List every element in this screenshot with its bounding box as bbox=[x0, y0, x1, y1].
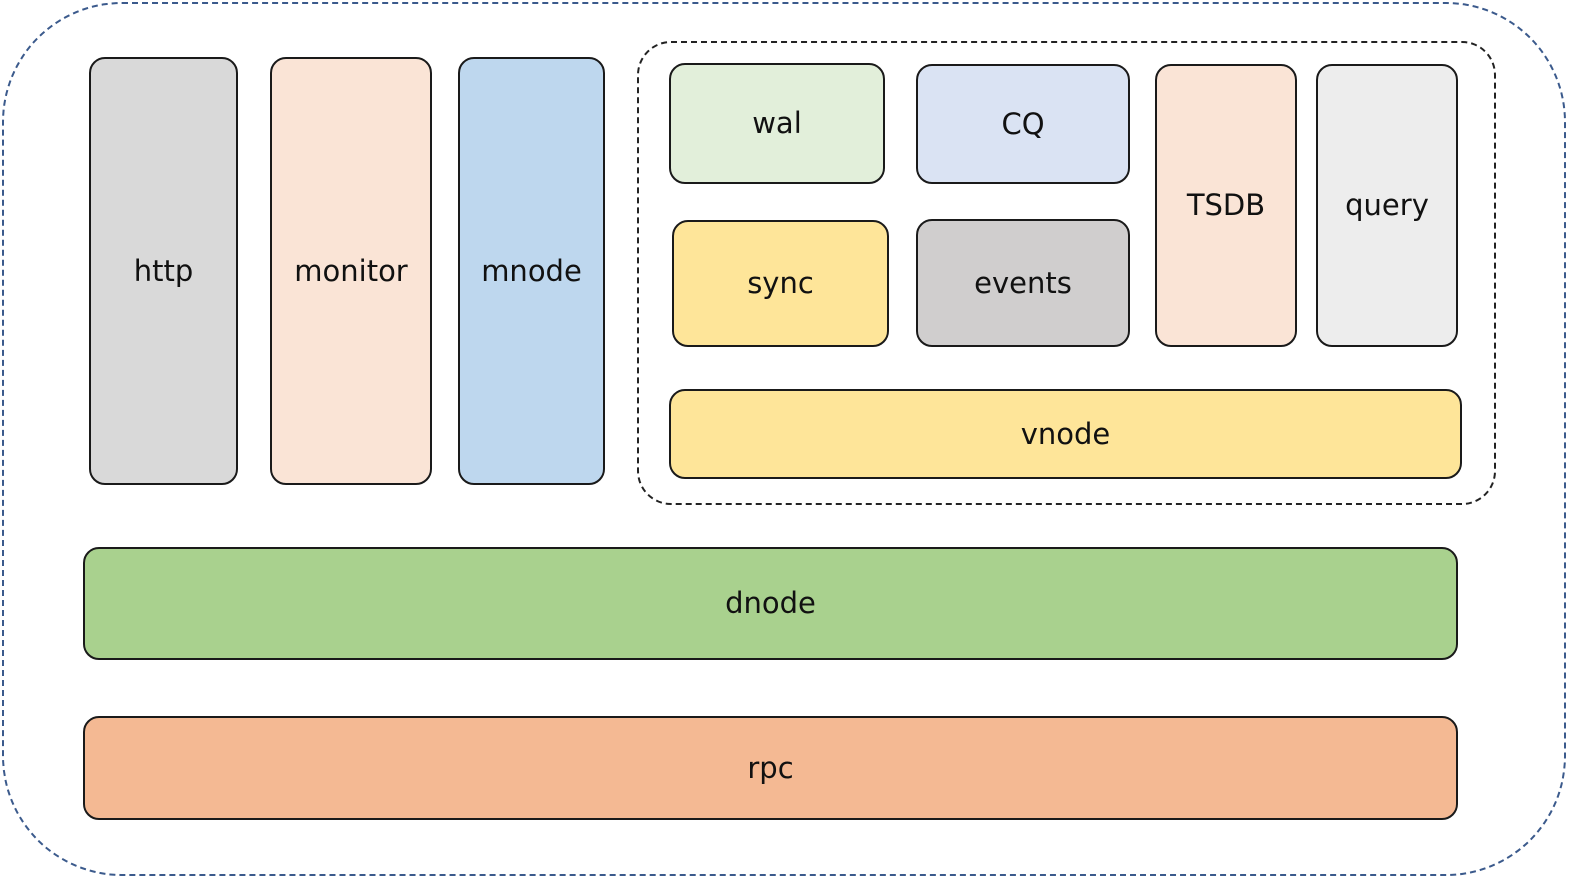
monitor-module: monitor bbox=[270, 57, 432, 485]
monitor-label: monitor bbox=[294, 253, 408, 288]
query-module: query bbox=[1316, 64, 1458, 347]
dnode-module: dnode bbox=[83, 547, 1458, 660]
rpc-module: rpc bbox=[83, 716, 1458, 820]
http-module: http bbox=[89, 57, 238, 485]
sync-label: sync bbox=[747, 266, 814, 300]
rpc-label: rpc bbox=[747, 750, 794, 785]
sync-module: sync bbox=[672, 220, 889, 347]
vnode-group-frame bbox=[637, 41, 1496, 505]
query-label: query bbox=[1345, 188, 1429, 222]
http-label: http bbox=[133, 253, 194, 288]
wal-module: wal bbox=[669, 63, 885, 184]
events-module: events bbox=[916, 219, 1130, 347]
cq-label: CQ bbox=[1001, 106, 1045, 141]
mnode-module: mnode bbox=[458, 57, 605, 485]
vnode-label: vnode bbox=[1020, 416, 1111, 451]
vnode-module: vnode bbox=[669, 389, 1462, 479]
events-label: events bbox=[974, 265, 1072, 300]
cq-module: CQ bbox=[916, 64, 1130, 184]
mnode-label: mnode bbox=[481, 253, 582, 288]
tsdb-module: TSDB bbox=[1155, 64, 1297, 347]
wal-label: wal bbox=[752, 106, 802, 140]
tsdb-label: TSDB bbox=[1186, 188, 1266, 222]
dnode-label: dnode bbox=[725, 586, 816, 620]
